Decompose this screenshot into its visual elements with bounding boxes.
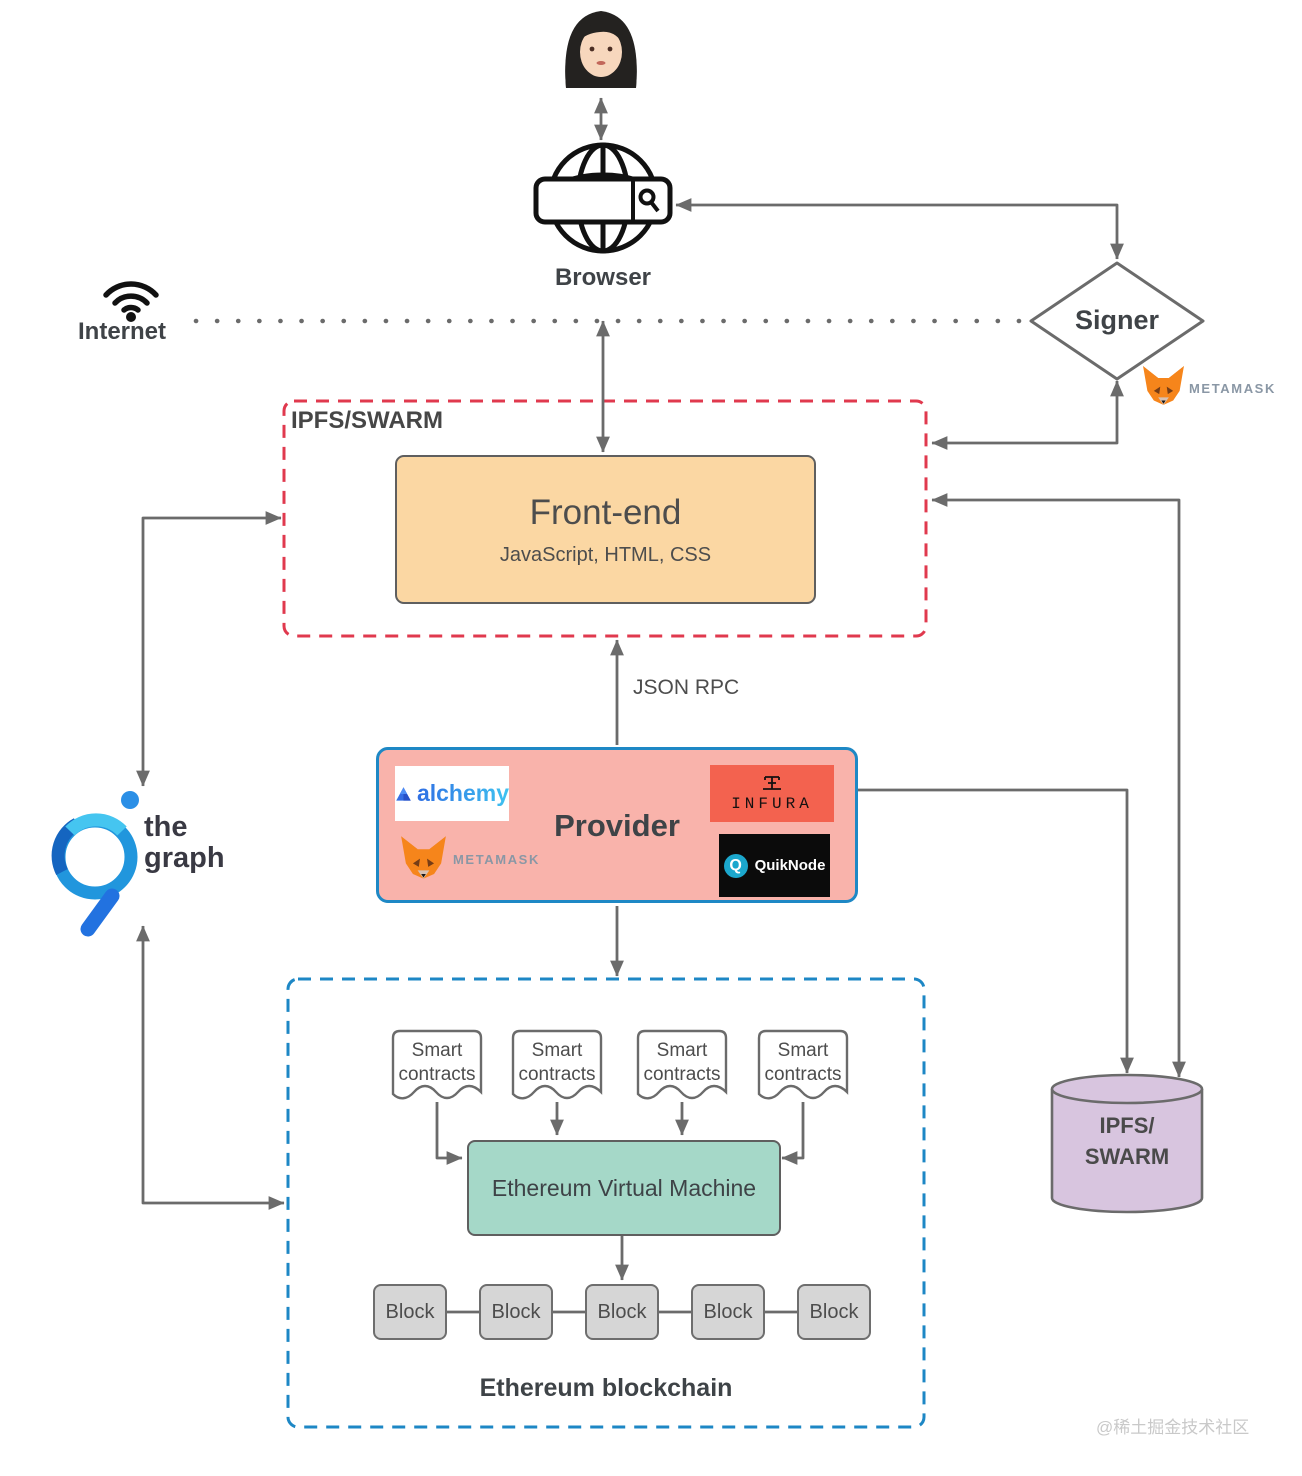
quiknode-logo: Q QuikNode — [719, 834, 830, 897]
arrow-signer-frontend — [931, 380, 1124, 450]
metamask-signer-label: METAMASK — [1189, 381, 1276, 396]
smart-contract-shapes — [391, 1029, 849, 1100]
quiknode-label: QuikNode — [754, 857, 826, 874]
ipfs-swarm-store-label: IPFS/ SWARM — [1084, 1113, 1170, 1169]
provider-title: Provider — [554, 808, 680, 843]
alchemy-label: alchemy — [416, 780, 509, 806]
metamask-fox-icon — [400, 835, 447, 880]
arrow-frontend-ipfs-store — [931, 493, 1186, 1078]
frontend-title: Front-end — [529, 492, 682, 532]
smart-contract-1: Smart contracts — [398, 1040, 476, 1085]
metamask-fox-icon — [1143, 366, 1184, 405]
frontend-subtitle: JavaScript, HTML, CSS — [499, 543, 712, 566]
quiknode-icon: Q — [723, 853, 748, 878]
wifi-icon — [103, 281, 159, 322]
arrow-provider-ipfs-store — [833, 783, 1134, 1074]
ipfs-swarm-zone-label: IPFS/SWARM — [291, 407, 444, 434]
ethereum-blockchain-zone-border — [286, 977, 926, 1429]
metamask-provider-label: METAMASK — [453, 852, 540, 867]
watermark: @稀土掘金技术社区 — [1096, 1418, 1250, 1437]
ipfs-swarm-cylinder — [1050, 1073, 1204, 1214]
alchemy-logo: alchemy — [395, 766, 509, 821]
arrow-sc4-evm — [781, 1102, 805, 1165]
signer-diamond — [1029, 261, 1205, 381]
infura-logo: INFURA — [710, 765, 834, 822]
json-rpc-label: JSON RPC — [633, 676, 740, 699]
block-4: Block — [691, 1284, 765, 1340]
the-graph-line2: graph — [144, 842, 225, 874]
block-5: Block — [797, 1284, 871, 1340]
signer-label: Signer — [1074, 305, 1160, 335]
arrow-sc1-evm — [435, 1102, 463, 1165]
globe-search-icon — [533, 142, 673, 254]
infura-label: INFURA — [731, 794, 813, 813]
woman-emoji — [565, 11, 637, 88]
browser-label: Browser — [554, 264, 652, 291]
block-3: Block — [585, 1284, 659, 1340]
smart-contract-3: Smart contracts — [643, 1040, 721, 1085]
arrow-browser-signer — [675, 198, 1124, 260]
internet-label: Internet — [78, 318, 167, 345]
provider-box: Provider alchemy INFURA MET — [376, 747, 858, 903]
infura-icon — [763, 775, 781, 790]
alchemy-icon — [396, 786, 411, 801]
block-2: Block — [479, 1284, 553, 1340]
the-graph-logo — [51, 791, 139, 937]
block-1: Block — [373, 1284, 447, 1340]
evm-box: Ethereum Virtual Machine — [467, 1140, 781, 1236]
arrow-graph-frontend — [136, 511, 282, 787]
the-graph-wordmark: the graph — [144, 812, 225, 874]
smart-contract-2: Smart contracts — [518, 1040, 596, 1085]
the-graph-line1: the — [144, 811, 188, 843]
arrow-graph-blockchain — [136, 925, 285, 1210]
frontend-box: Front-end JavaScript, HTML, CSS — [395, 455, 816, 604]
connectors — [136, 97, 1186, 1314]
smart-contract-4: Smart contracts — [764, 1040, 842, 1085]
ethereum-blockchain-label: Ethereum blockchain — [479, 1374, 733, 1402]
